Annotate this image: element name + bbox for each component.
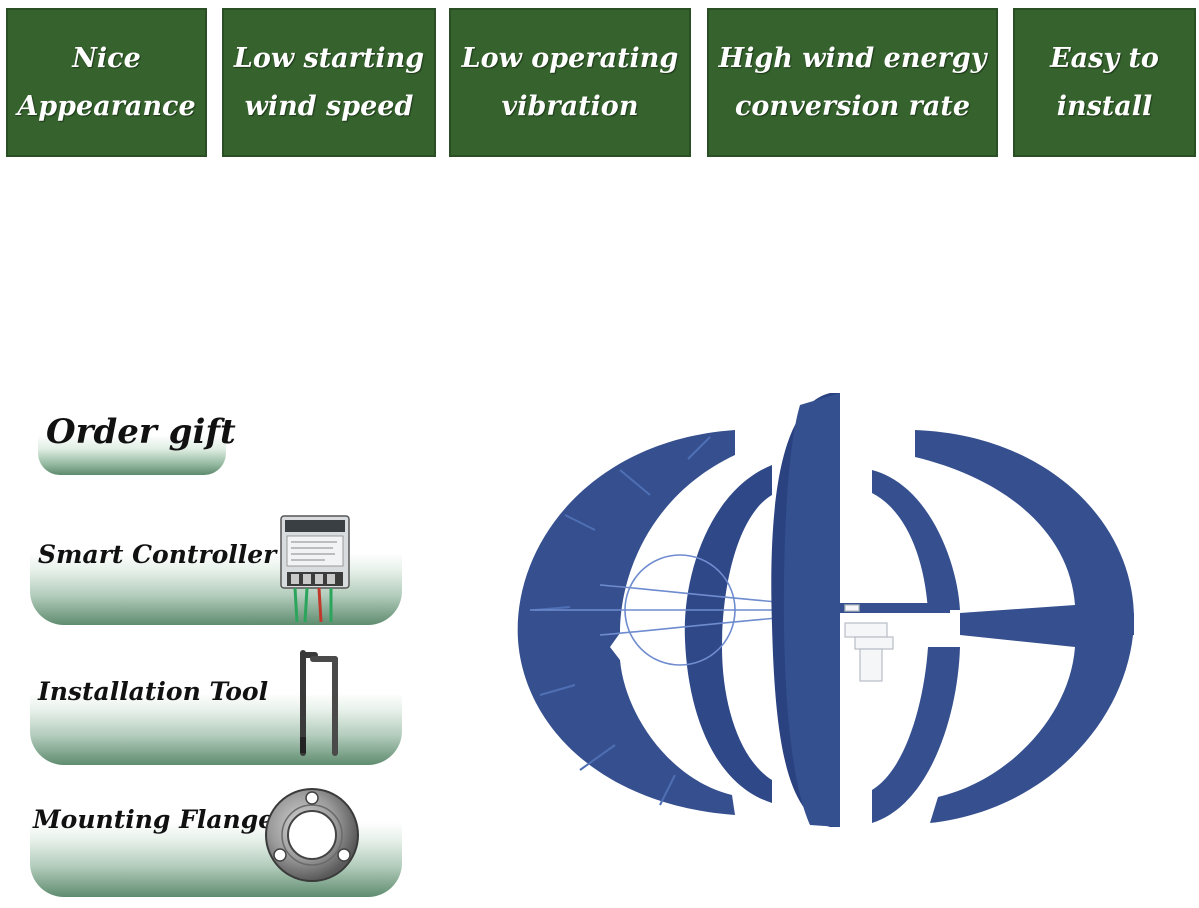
wrench-icon <box>300 650 338 756</box>
feature-badge-install: Easy to install <box>1013 8 1196 157</box>
gift-item-tool <box>30 665 402 765</box>
order-gift-banner <box>38 410 226 475</box>
lantern-wind-turbine-image <box>517 393 1135 827</box>
feature-badge-starting-speed: Low starting wind speed <box>222 8 436 157</box>
flange-icon <box>265 788 359 882</box>
gift-item-tool-label: Installation Tool <box>38 677 269 706</box>
feature-badge-conversion-rate: High wind energy conversion rate <box>707 8 998 157</box>
controller-icon <box>280 515 350 623</box>
feature-badge-vibration: Low operating vibration <box>449 8 691 157</box>
order-gift-title: Order gift <box>46 412 236 452</box>
gift-item-controller-label: Smart Controller <box>38 540 277 569</box>
feature-badge-appearance: Nice Appearance <box>6 8 207 157</box>
gift-item-flange-label: Mounting Flange <box>33 805 275 834</box>
